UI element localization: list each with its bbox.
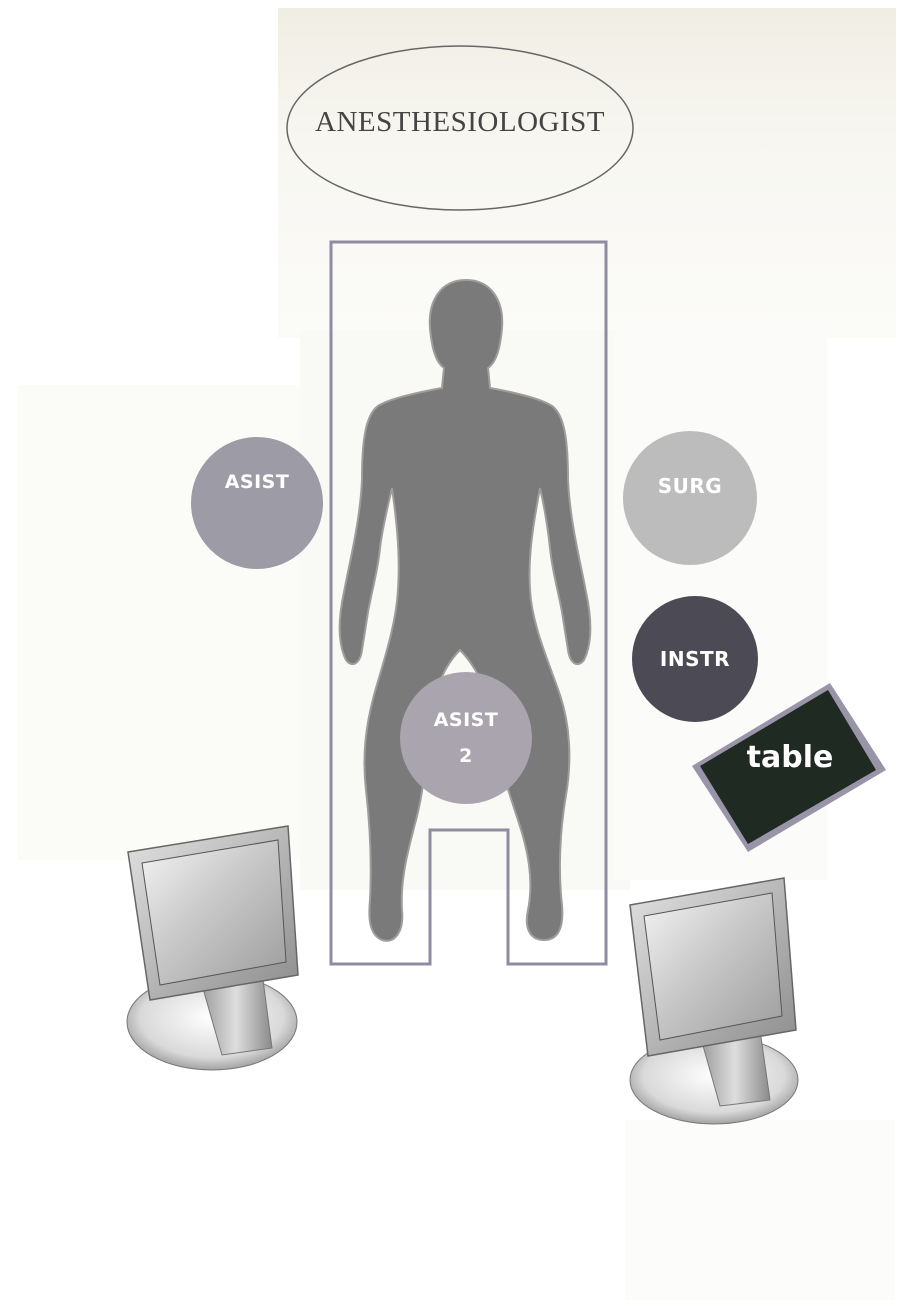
- asist-label: ASIST: [207, 471, 307, 493]
- monitor-icon-right: [630, 878, 798, 1124]
- table-label: table: [740, 740, 840, 775]
- anesthesiologist-label: ANESTHESIOLOGIST: [287, 106, 633, 139]
- asist2-label-line2: 2: [416, 745, 516, 767]
- surg-circle: [623, 431, 757, 565]
- asist2-label-line1: ASIST: [416, 709, 516, 731]
- surg-label: SURG: [640, 474, 740, 498]
- patient-silhouette-icon: [340, 280, 591, 941]
- monitor-icon-left: [127, 826, 298, 1070]
- asist2-circle: [400, 672, 532, 804]
- asist-circle: [191, 437, 323, 569]
- instr-label: INSTR: [645, 647, 745, 671]
